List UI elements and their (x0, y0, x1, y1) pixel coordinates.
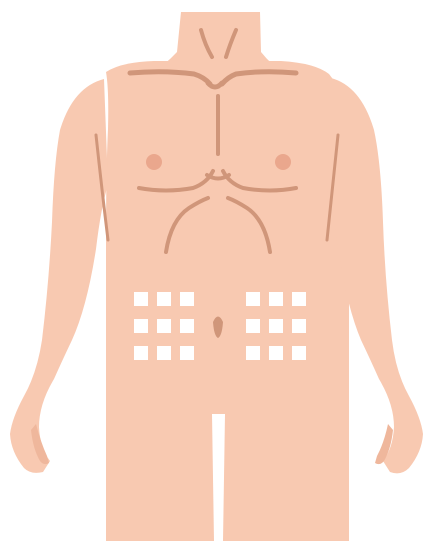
injection-site-square (134, 319, 148, 333)
left-nipple (146, 154, 162, 170)
injection-site-square (269, 292, 283, 306)
injection-site-square (269, 319, 283, 333)
injection-site-square (180, 319, 194, 333)
left-injection-site-grid (134, 292, 194, 360)
injection-site-square (292, 292, 306, 306)
injection-site-square (157, 346, 171, 360)
injection-site-square (134, 292, 148, 306)
leg-gap (212, 414, 225, 541)
injection-site-square (180, 346, 194, 360)
injection-site-square (246, 292, 260, 306)
injection-site-square (269, 346, 283, 360)
left-arm (10, 79, 108, 473)
injection-site-square (134, 346, 148, 360)
right-nipple (275, 154, 291, 170)
injection-site-square (292, 346, 306, 360)
injection-site-square (180, 292, 194, 306)
injection-site-square (157, 292, 171, 306)
injection-site-square (246, 319, 260, 333)
injection-site-square (246, 346, 260, 360)
right-injection-site-grid (246, 292, 306, 360)
injection-site-square (292, 319, 306, 333)
injection-site-square (157, 319, 171, 333)
